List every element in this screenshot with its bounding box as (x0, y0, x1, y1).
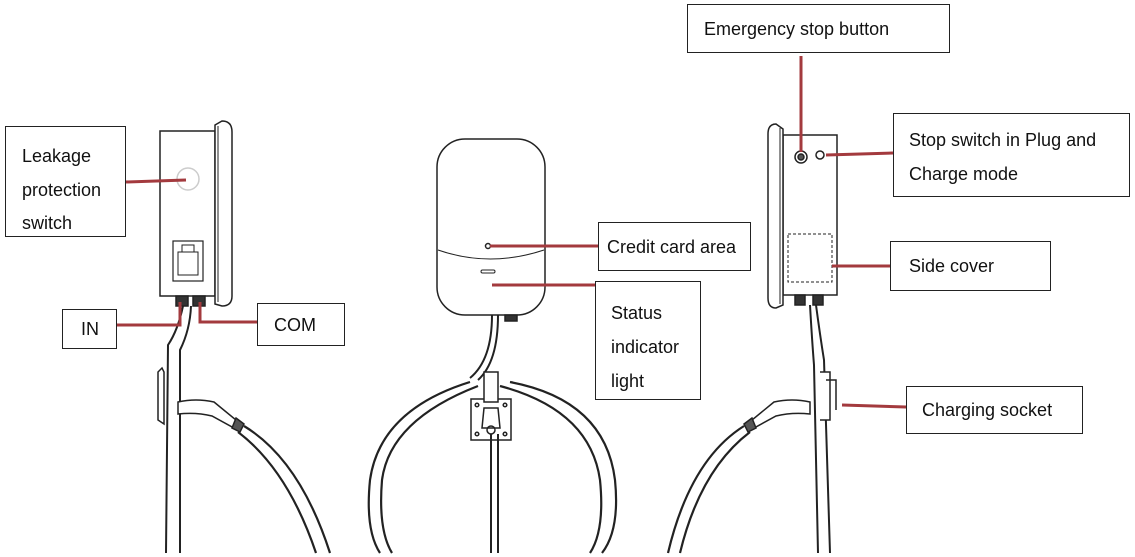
label-side-cover: Side cover (890, 241, 1051, 291)
stop-switch-line-2: Charge mode (909, 164, 1019, 184)
label-stop-switch-plug-charge: Stop switch in Plug and Charge mode (893, 113, 1130, 197)
left-charger-side-view (157, 120, 332, 554)
leakage-line-1: Leakage (22, 146, 92, 166)
label-emergency-stop-button: Emergency stop button (687, 4, 950, 53)
leader-lines (116, 56, 907, 409)
label-com-text: COM (274, 314, 316, 335)
label-charging-socket: Charging socket (906, 386, 1083, 434)
label-com: COM (257, 303, 345, 346)
label-status-indicator-light: Status indicator light (595, 281, 701, 400)
right-charger-body (782, 134, 838, 296)
status-line-3: light (611, 371, 645, 391)
label-credit-text: Credit card area (607, 236, 737, 257)
leader-stop-switch (825, 151, 894, 157)
label-in-text: IN (81, 319, 99, 339)
right-charger-side-view (666, 123, 838, 554)
leader-in (116, 302, 182, 327)
stop-switch-line-1: Stop switch in Plug and (909, 130, 1097, 150)
leader-charging-socket (841, 403, 907, 409)
leakage-line-2: protection (22, 180, 102, 200)
label-emergency-text: Emergency stop button (704, 18, 890, 39)
left-charger-body (159, 130, 216, 297)
leakage-line-3: switch (22, 213, 73, 233)
label-leakage-protection-switch: Leakage protection switch (5, 126, 126, 237)
label-side-cover-text: Side cover (909, 256, 995, 276)
label-credit-card-area: Credit card area (598, 222, 751, 271)
left-charger-front-panel (214, 120, 233, 307)
status-indicator (480, 269, 496, 274)
leader-leakage (125, 178, 187, 184)
label-in: IN (62, 309, 117, 349)
middle-charger-body (436, 138, 546, 316)
right-charger-front-panel (767, 123, 784, 309)
side-cover-panel (787, 233, 833, 283)
label-charging-socket-text: Charging socket (922, 400, 1053, 420)
status-line-2: indicator (611, 337, 680, 357)
status-line-1: Status (611, 303, 663, 323)
leader-com (198, 302, 257, 324)
middle-charger-front-view (367, 138, 618, 554)
plug-charge-stop-switch (815, 150, 825, 160)
